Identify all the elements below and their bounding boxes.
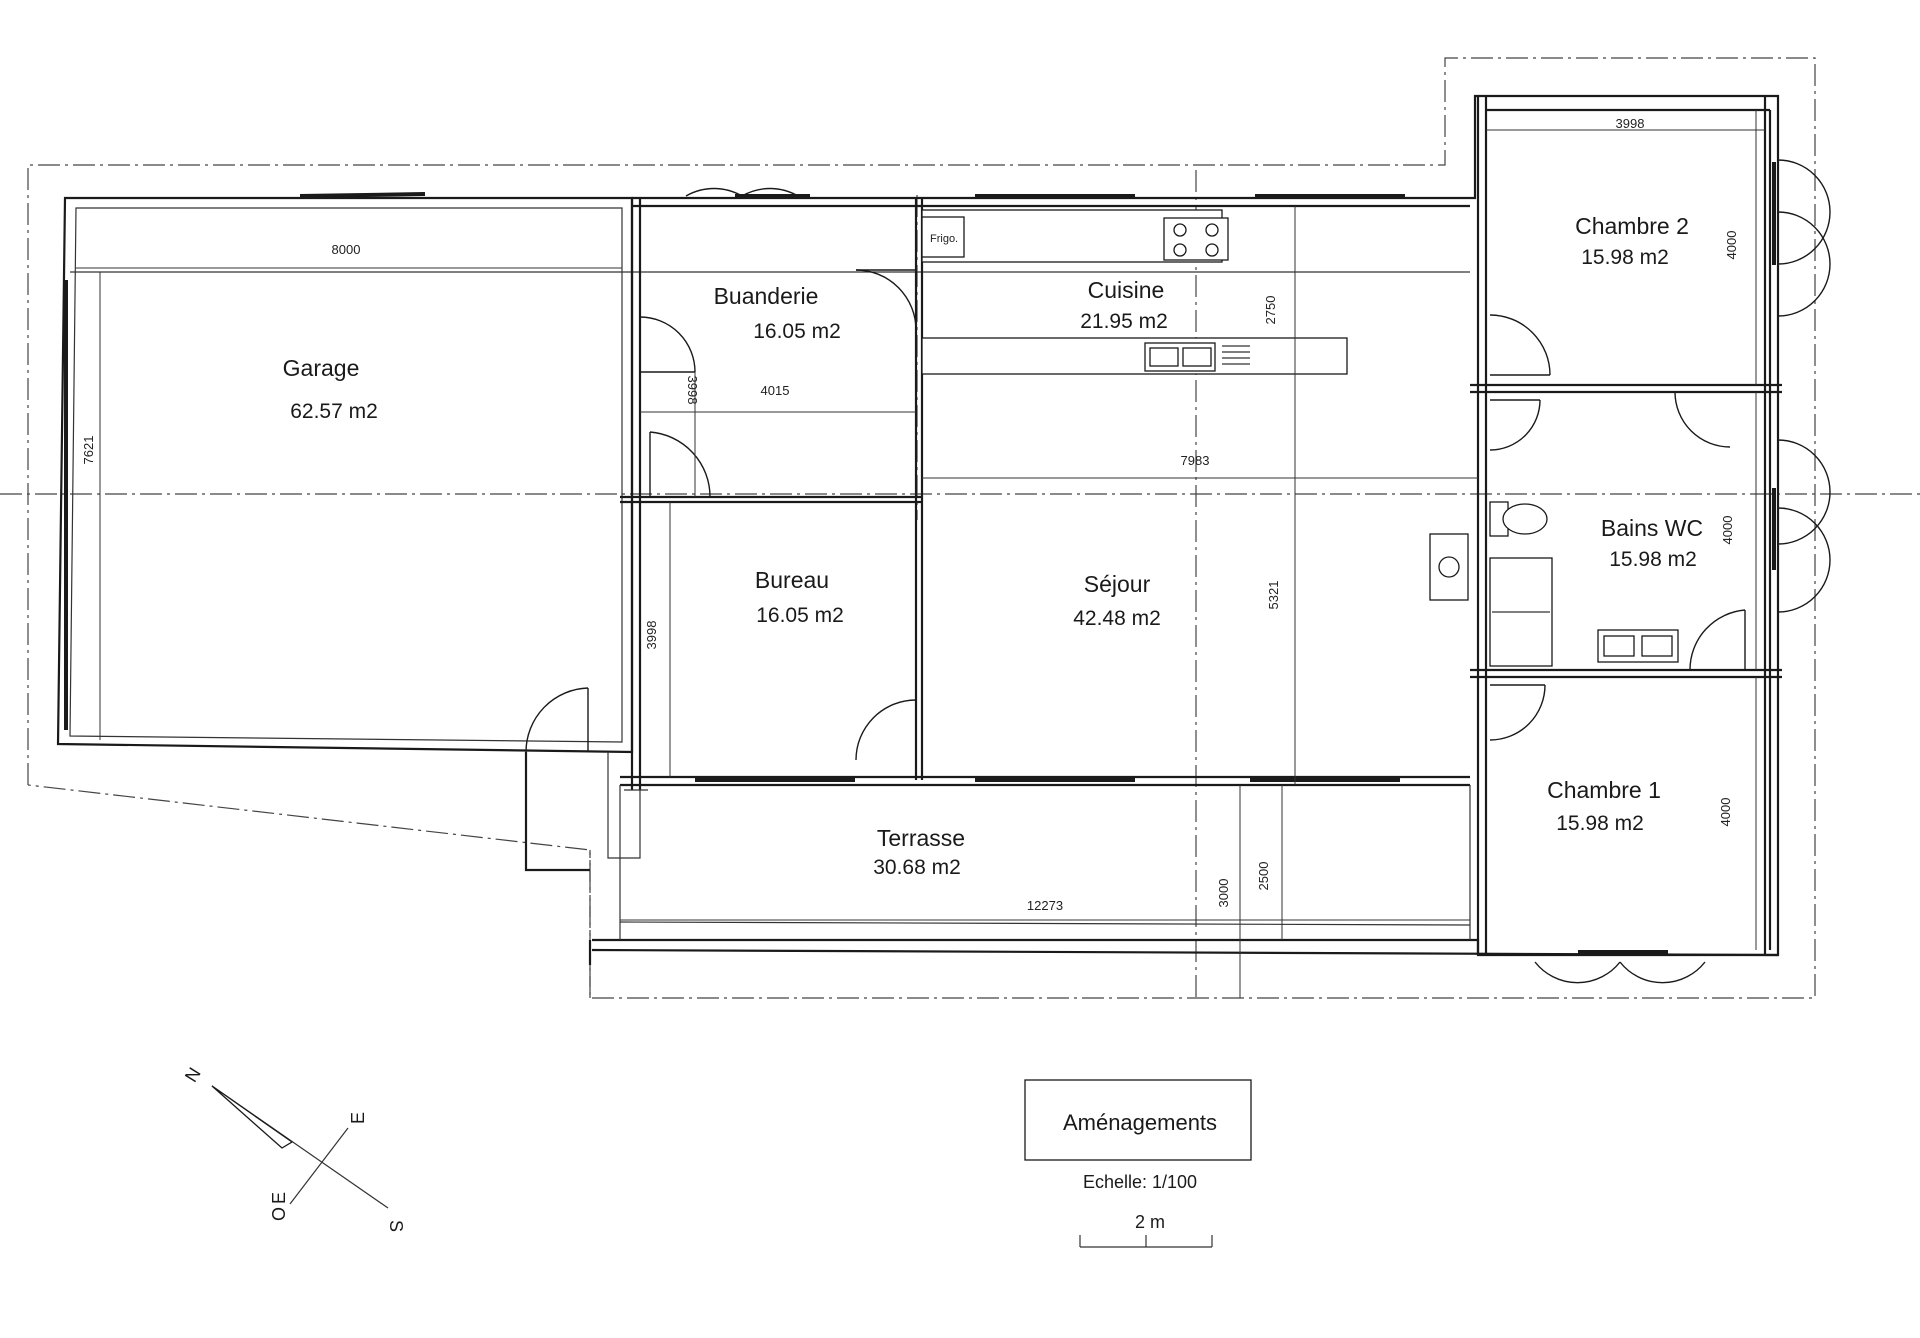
- room-terrasse-name: Terrasse: [877, 825, 965, 851]
- dim-bureau-depth: 3998: [644, 621, 659, 650]
- room-chambre2-name: Chambre 2: [1575, 213, 1689, 239]
- north-arrow-icon: [211, 1085, 294, 1149]
- room-garage-area: 62.57 m2: [290, 400, 378, 423]
- compass-e-west: E: [269, 1192, 289, 1204]
- compass-o: O: [269, 1207, 289, 1221]
- fridge-icon: [921, 216, 965, 258]
- frigo-label: Frigo.: [930, 233, 958, 245]
- room-buanderie-name: Buanderie: [714, 283, 819, 309]
- compass-rose: N E S O E: [181, 1064, 406, 1232]
- room-cuisine-area: 21.95 m2: [1080, 310, 1168, 333]
- dim-terrasse-depth-b: 2500: [1256, 862, 1271, 891]
- dim-living-width: 7983: [1181, 453, 1210, 468]
- title-block: Aménagements Echelle: 1/100 2 m: [1024, 1079, 1252, 1248]
- scale-bar: [1079, 1235, 1213, 1248]
- room-sejour-area: 42.48 m2: [1073, 607, 1161, 630]
- compass-e: E: [348, 1112, 368, 1124]
- dim-sejour-depth: 5321: [1266, 581, 1281, 610]
- fixtures: Frigo.: [921, 216, 1679, 667]
- room-sejour-name: Séjour: [1084, 571, 1151, 597]
- room-labels: Garage 62.57 m2 Buanderie 16.05 m2 Cuisi…: [283, 213, 1703, 879]
- toilet-icon: [1489, 501, 1548, 537]
- compass-n: N: [181, 1064, 205, 1086]
- double-sink-icon: [1597, 629, 1679, 663]
- scale-label: Echelle: 1/100: [1083, 1172, 1197, 1192]
- room-garage-name: Garage: [283, 355, 360, 381]
- dim-chambre2-width: 3998: [1616, 116, 1645, 131]
- dim-terrasse-depth-a: 3000: [1216, 879, 1231, 908]
- room-cuisine-name: Cuisine: [1088, 277, 1165, 303]
- doors: [525, 159, 1831, 984]
- room-bureau-area: 16.05 m2: [756, 604, 844, 627]
- room-bains-name: Bains WC: [1601, 515, 1703, 541]
- scale-bar-label: 2 m: [1135, 1212, 1165, 1232]
- dim-terrasse-width: 12273: [1027, 898, 1063, 913]
- room-chambre1-area: 15.98 m2: [1556, 812, 1644, 835]
- walls: [56, 94, 1782, 965]
- dim-chambre2-depth: 4000: [1724, 231, 1739, 260]
- dim-chambre1-depth: 4000: [1718, 798, 1733, 827]
- room-terrasse-area: 30.68 m2: [873, 856, 961, 879]
- room-chambre2-area: 15.98 m2: [1581, 246, 1669, 269]
- washbasin-icon: [1429, 533, 1469, 601]
- room-bureau-name: Bureau: [755, 567, 829, 593]
- room-buanderie-area: 16.05 m2: [753, 320, 841, 343]
- dim-garage-width: 8000: [332, 242, 361, 257]
- sink-icon: [1144, 342, 1250, 372]
- room-chambre1-name: Chambre 1: [1547, 777, 1661, 803]
- compass-s: S: [386, 1220, 406, 1232]
- cooktop-icon: [1163, 217, 1229, 261]
- dim-bains-depth: 4000: [1720, 516, 1735, 545]
- room-bains-area: 15.98 m2: [1609, 548, 1697, 571]
- title-box: [1024, 1079, 1252, 1161]
- shower-icon: [1489, 557, 1553, 667]
- dim-cuisine-depth: 2750: [1263, 296, 1278, 325]
- dim-buanderie-width: 4015: [761, 383, 790, 398]
- dim-buanderie-depth: 3998: [685, 376, 700, 405]
- dimension-lines: [76, 110, 1765, 998]
- dim-garage-depth: 7621: [81, 436, 96, 465]
- dimension-labels: 8000 7621 3998 4015 2750 7983 5321 3998 …: [81, 116, 1739, 913]
- title-label: Aménagements: [1063, 1110, 1217, 1135]
- windows: [64, 162, 1776, 954]
